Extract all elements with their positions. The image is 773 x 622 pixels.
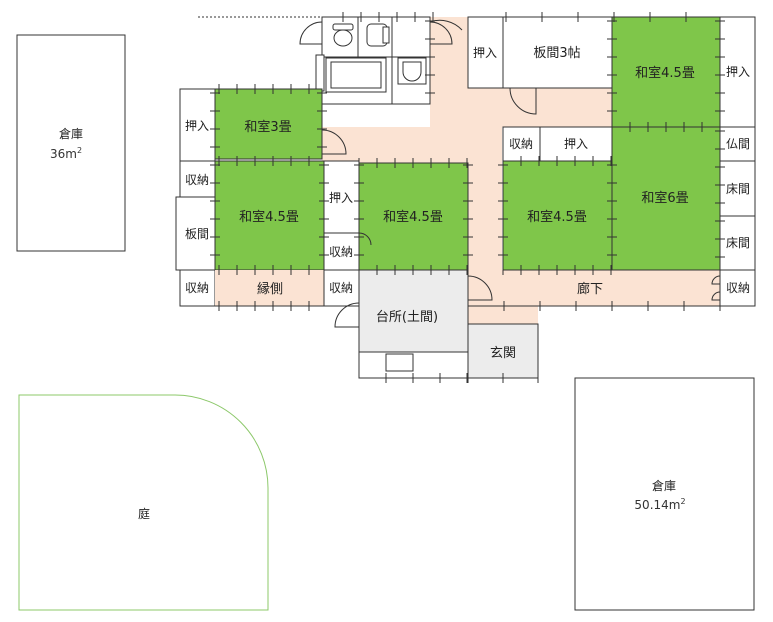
closet-label: 押入 (473, 46, 497, 60)
room-label: 和室4.5畳 (239, 209, 299, 225)
garden-outline (18, 394, 269, 611)
room-washitsu-45-right (502, 160, 613, 271)
room-label: 縁側 (257, 281, 283, 297)
storage-small-area: 36m2 (50, 146, 82, 161)
room-label: 和室4.5畳 (383, 209, 443, 225)
room-washitsu-45-mid (358, 162, 469, 271)
storage-large-outline (574, 377, 755, 611)
room-label: 和室3畳 (244, 119, 291, 135)
storage-small-outline (16, 34, 126, 252)
toilet-icon (366, 23, 390, 47)
closet-label: 収納 (329, 281, 353, 295)
closet-oshiire-right (719, 16, 756, 128)
closet-label: 収納 (509, 137, 533, 151)
room-itama-side (175, 196, 216, 271)
room-label: 玄関 (490, 346, 516, 361)
closet-shuno-left1 (179, 160, 216, 198)
room-label: 和室4.5畳 (527, 209, 587, 225)
room-tokonoma-1 (719, 160, 756, 217)
room-label: 板間 (185, 227, 209, 241)
door-swing (334, 302, 360, 328)
sink-icon (397, 57, 427, 85)
closet-shuno-left2 (179, 269, 216, 307)
closet-label: 収納 (329, 245, 353, 259)
closet-shuno-mid1 (323, 232, 360, 271)
room-label: 板間3帖 (533, 46, 580, 61)
door-swing (509, 87, 537, 115)
door-swing (299, 21, 323, 45)
room-washitsu-3 (214, 88, 323, 160)
room-label: 仏間 (726, 137, 750, 151)
door-swing (467, 275, 493, 301)
closet-label: 収納 (185, 281, 209, 295)
closet-oshiire-mid (323, 160, 360, 234)
room-label: 床間 (726, 182, 750, 196)
closet-shuno-mid2 (323, 269, 360, 307)
room-butsuma (719, 126, 756, 162)
room-label: 和室4.5畳 (635, 65, 695, 81)
garden-label: 庭 (138, 506, 150, 521)
closet-shuno-right (719, 269, 756, 307)
storage-large-area: 50.14m2 (634, 497, 685, 512)
room-washitsu-6 (611, 126, 721, 271)
room-label: 台所(土間) (376, 310, 438, 325)
room-washitsu-45-left (214, 160, 325, 271)
wall-ticks (210, 12, 725, 383)
room-label: 廊下 (577, 281, 603, 297)
bathroom-block (299, 16, 463, 105)
closet-label: 収納 (726, 281, 750, 295)
room-washitsu-45-top (611, 16, 721, 128)
room-label: 和室6畳 (641, 190, 688, 206)
room-engawa (215, 270, 324, 306)
closet-oshiire-left (179, 88, 216, 162)
door-swing (429, 21, 453, 45)
closet-label: 押入 (564, 137, 588, 151)
room-label: 床間 (726, 236, 750, 250)
door-swing (321, 129, 347, 155)
storage-small-label: 倉庫 (59, 126, 83, 141)
closet-label: 押入 (329, 191, 353, 205)
closet-label: 押入 (726, 65, 750, 79)
toilet-icon (332, 23, 354, 47)
stove-icon (385, 353, 414, 372)
closet-label: 押入 (185, 119, 209, 133)
room-tokonoma-2 (719, 215, 756, 271)
closet-oshiire-top (467, 16, 504, 89)
closet-label: 収納 (185, 173, 209, 187)
storage-large-label: 倉庫 (652, 478, 676, 493)
